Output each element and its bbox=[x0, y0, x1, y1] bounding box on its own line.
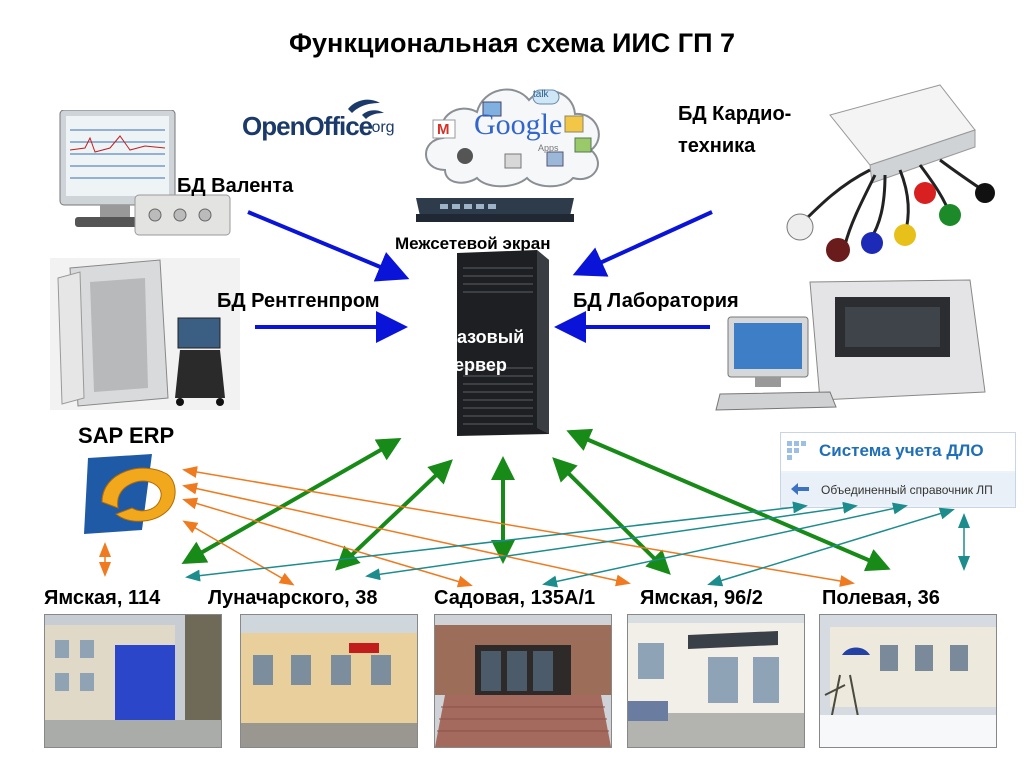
address-yamskaya-96-2: Ямская, 96/2 bbox=[640, 587, 763, 609]
arrow-sap-polevaya bbox=[182, 466, 855, 587]
photo-yamskaya-114 bbox=[44, 614, 222, 748]
openoffice-logo-text: OpenOffice bbox=[242, 111, 373, 141]
address-polevaya-36: Полевая, 36 bbox=[822, 587, 940, 609]
dlo-subtitle: Объединенный справочник ЛП bbox=[821, 483, 993, 497]
firewall-router-image bbox=[416, 198, 574, 222]
photo-lunacharskogo-38 bbox=[240, 614, 418, 748]
valenta-workstation-image bbox=[59, 110, 231, 236]
photo-yamskaya-96-2 bbox=[627, 614, 805, 748]
arrow-server-yamskaya-96 bbox=[552, 457, 671, 575]
sap-erp-logo-icon bbox=[84, 454, 176, 534]
address-sadovaya-135a1: Садовая, 135А/1 bbox=[434, 587, 596, 609]
valenta-label: БД Валента bbox=[177, 175, 294, 197]
arrow-sap-sadovaya bbox=[182, 497, 473, 588]
kardio-label-line1: БД Кардио- bbox=[678, 103, 792, 125]
address-lunacharskogo-38: Луначарского, 38 bbox=[208, 587, 378, 609]
arrow-sap-yamskaya-96 bbox=[182, 482, 631, 587]
lab-analyzer-image bbox=[715, 279, 986, 411]
sap-erp-label: SAP ERP bbox=[78, 423, 175, 448]
xray-machine-image bbox=[50, 258, 240, 410]
cardio-device-image bbox=[786, 84, 995, 262]
lab-label: БД Лаборатория bbox=[573, 290, 739, 312]
gmail-icon: M bbox=[437, 121, 450, 138]
arrow-sap-lunacharskogo bbox=[182, 520, 295, 586]
google-apps-cloud bbox=[425, 88, 600, 188]
arrow-server-yamskaya-114 bbox=[181, 438, 402, 564]
google-apps-label: Apps bbox=[538, 143, 559, 153]
address-yamskaya-114: Ямская, 114 bbox=[44, 587, 161, 609]
arrow-dlo-yamskaya-96 bbox=[707, 507, 955, 587]
photo-sadovaya-135a1 bbox=[434, 614, 612, 748]
talk-icon-label: talk bbox=[533, 89, 549, 100]
kardio-label-line2: техника bbox=[678, 135, 756, 157]
firewall-label: Межсетевой экран bbox=[395, 234, 551, 253]
arrow-dlo-lunacharskogo bbox=[365, 501, 858, 581]
photo-polevaya-36 bbox=[819, 614, 997, 748]
arrow-server-lunacharskogo bbox=[335, 459, 453, 571]
arrow-dlo-yamskaya-114 bbox=[185, 501, 808, 582]
server-label-line1: Базовый bbox=[444, 327, 525, 347]
dlo-logo-icon bbox=[787, 441, 806, 460]
arrow-kardio-to-server bbox=[572, 210, 713, 277]
arrow-dlo-sadovaya bbox=[542, 502, 908, 588]
rentgen-label: БД Рентгенпром bbox=[217, 290, 380, 312]
google-logo-text: Google bbox=[474, 108, 563, 141]
swap-arrows-icon bbox=[791, 483, 809, 495]
dlo-title: Система учета ДЛО bbox=[819, 441, 984, 460]
openoffice-logo: OpenOffice .org bbox=[238, 97, 408, 147]
base-server-tower bbox=[457, 250, 549, 436]
openoffice-logo-suffix: .org bbox=[367, 119, 395, 136]
server-label-line2: сервер bbox=[444, 355, 507, 375]
dlo-system-panel: Система учета ДЛО Объединенный справочни… bbox=[780, 432, 1016, 508]
diagram-title: Функциональная схема ИИС ГП 7 bbox=[288, 28, 736, 58]
arrow-valenta-to-server bbox=[247, 210, 410, 282]
